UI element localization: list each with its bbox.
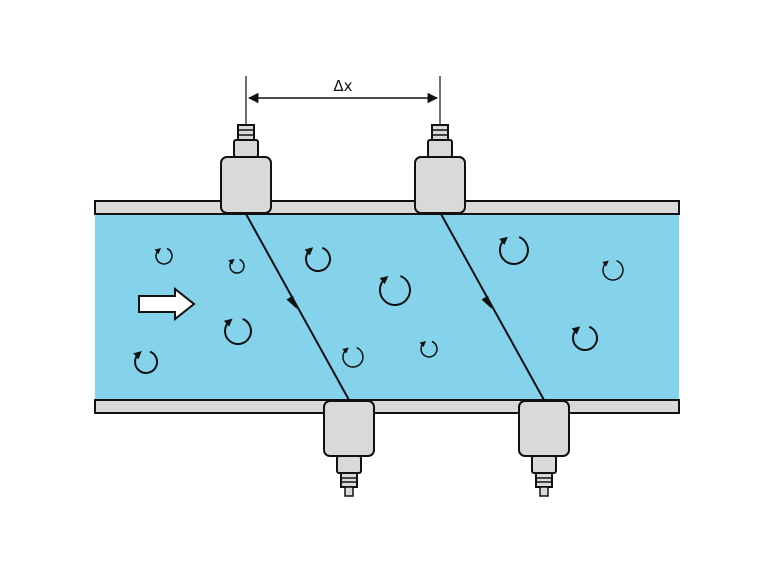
eddy-icon	[154, 247, 173, 265]
pipe-wall-top	[94, 200, 680, 215]
dimension-label: Δx	[333, 77, 352, 95]
eddy-icon	[342, 347, 364, 368]
eddy-icon	[133, 350, 159, 374]
transducer-bottom-left	[323, 400, 375, 497]
signal-path-2	[440, 213, 545, 401]
signal-path-1-arrowhead	[286, 295, 297, 309]
signal-path-1	[245, 213, 350, 401]
eddy-icon	[378, 275, 411, 306]
eddy-icon	[498, 236, 529, 265]
eddy-icon	[602, 260, 624, 281]
transducer-bottom-right	[518, 400, 570, 497]
eddy-icon	[228, 258, 245, 274]
eddy-icon	[571, 325, 599, 351]
eddy-icon	[419, 340, 438, 358]
transducer-top-left	[220, 76, 272, 214]
eddy-icon	[223, 317, 252, 346]
eddy-icon	[304, 246, 332, 272]
signal-path-2-arrowhead	[481, 295, 492, 309]
pipe-wall-bottom	[94, 399, 680, 414]
fluid-channel	[95, 214, 679, 400]
flow-arrow-icon	[138, 286, 196, 322]
transducer-top-right	[414, 76, 466, 214]
eddies-group	[133, 236, 624, 374]
